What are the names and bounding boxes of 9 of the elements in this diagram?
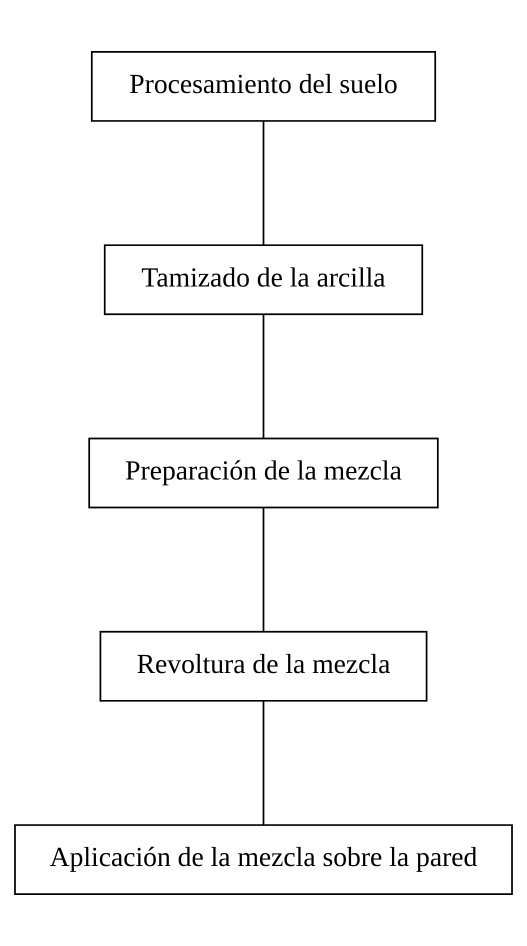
connector: [262, 121, 264, 245]
node-box: Aplicación de la mezcla sobre la pared: [14, 824, 513, 895]
node-box: Preparación de la mezcla: [88, 438, 439, 508]
node-box: Tamizado de la arcilla: [104, 244, 424, 316]
node-box: Revoltura de la mezcla: [100, 630, 428, 702]
node-box: Procesamiento del suelo: [90, 51, 436, 122]
connector: [262, 508, 264, 632]
connector: [262, 314, 264, 438]
connector: [262, 701, 264, 825]
